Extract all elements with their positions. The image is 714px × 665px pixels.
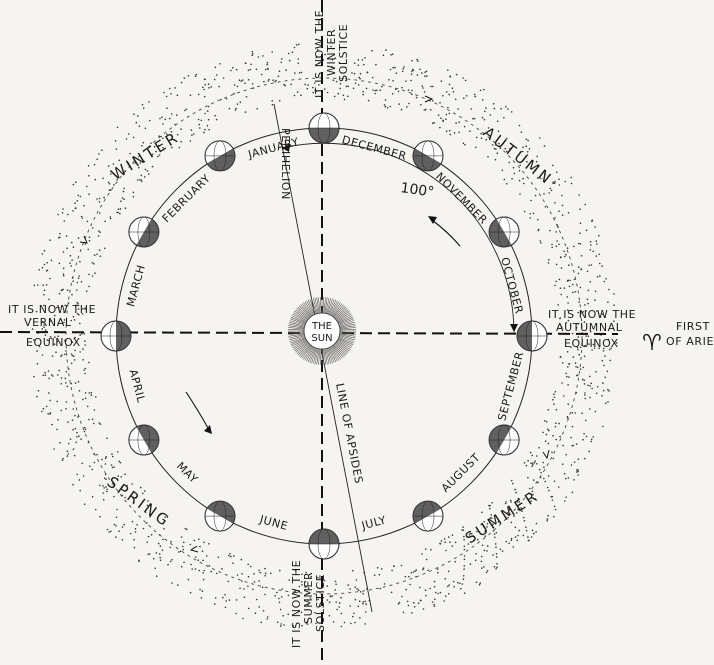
svg-text:EQUINOX: EQUINOX: [26, 336, 81, 349]
angle-label: 100°: [399, 180, 435, 201]
earth-icon: [205, 141, 235, 171]
ring-arrow-icon: [543, 450, 549, 458]
earth-icon: [517, 321, 547, 351]
earth-icon: [129, 425, 159, 455]
month-label: JUNE: [257, 513, 289, 533]
svg-text:VERNAL: VERNAL: [24, 316, 72, 329]
sun-label-line1: THE: [311, 321, 332, 332]
season-summer: SUMMER: [462, 486, 543, 547]
season-winter: WINTER: [108, 128, 183, 184]
month-label: NOVEMBER: [433, 170, 490, 227]
earth-icon: [205, 501, 235, 531]
svg-text:SOLSTICE: SOLSTICE: [337, 24, 350, 82]
month-label: OCTOBER: [498, 256, 526, 315]
perihelion-label: PERIHELION: [279, 128, 292, 200]
season-autumn: AUTUMN: [480, 123, 557, 189]
winter-solstice-label: IT IS NOW THE WINTER SOLSTICE: [313, 10, 350, 98]
month-label: MARCH: [124, 263, 148, 308]
aries-icon: ♈: [642, 331, 662, 356]
earth-icon: [309, 113, 339, 143]
first-of-aries-label: ♈ FIRST OF ARIES: [642, 320, 714, 356]
earth-icon: [309, 529, 339, 559]
earth-icon: [413, 501, 443, 531]
svg-text:AUTUMNAL: AUTUMNAL: [556, 321, 623, 334]
svg-text:SOLSTICE: SOLSTICE: [314, 574, 327, 632]
ring-arrow-icon: [191, 546, 198, 552]
svg-text:IT IS NOW THE: IT IS NOW THE: [548, 308, 636, 321]
motion-arrow-icon: [432, 220, 460, 246]
svg-text:EQUINOX: EQUINOX: [564, 337, 619, 350]
earth-icon: [489, 425, 519, 455]
svg-text:OF ARIES: OF ARIES: [666, 335, 714, 348]
motion-arrowhead-icon: [204, 425, 212, 434]
month-label: DECEMBER: [341, 133, 409, 163]
angle-arc: [282, 143, 514, 332]
month-label: AUGUST: [439, 451, 483, 495]
motion-arrow-icon: [186, 392, 208, 428]
autumnal-equinox-label: IT IS NOW THE AUTUMNAL EQUINOX: [548, 308, 636, 350]
sun: THE SUN: [288, 297, 356, 365]
sun-label-line2: SUN: [311, 333, 332, 344]
angle-arrow-bottom-icon: [510, 324, 518, 332]
svg-text:FIRST: FIRST: [676, 320, 710, 333]
month-label: JULY: [359, 513, 388, 532]
month-label: MAY: [174, 460, 201, 487]
earth-icon: [101, 321, 131, 351]
earth-icon: [129, 217, 159, 247]
month-label: APRIL: [126, 368, 147, 405]
earth-icon: [413, 141, 443, 171]
svg-text:IT IS NOW THE: IT IS NOW THE: [8, 303, 96, 316]
vernal-equinox-label: IT IS NOW THE VERNAL EQUINOX: [8, 303, 96, 349]
earth-icon: [489, 217, 519, 247]
season-spring: SPRING: [104, 473, 175, 531]
month-label: SEPTEMBER: [495, 350, 526, 422]
